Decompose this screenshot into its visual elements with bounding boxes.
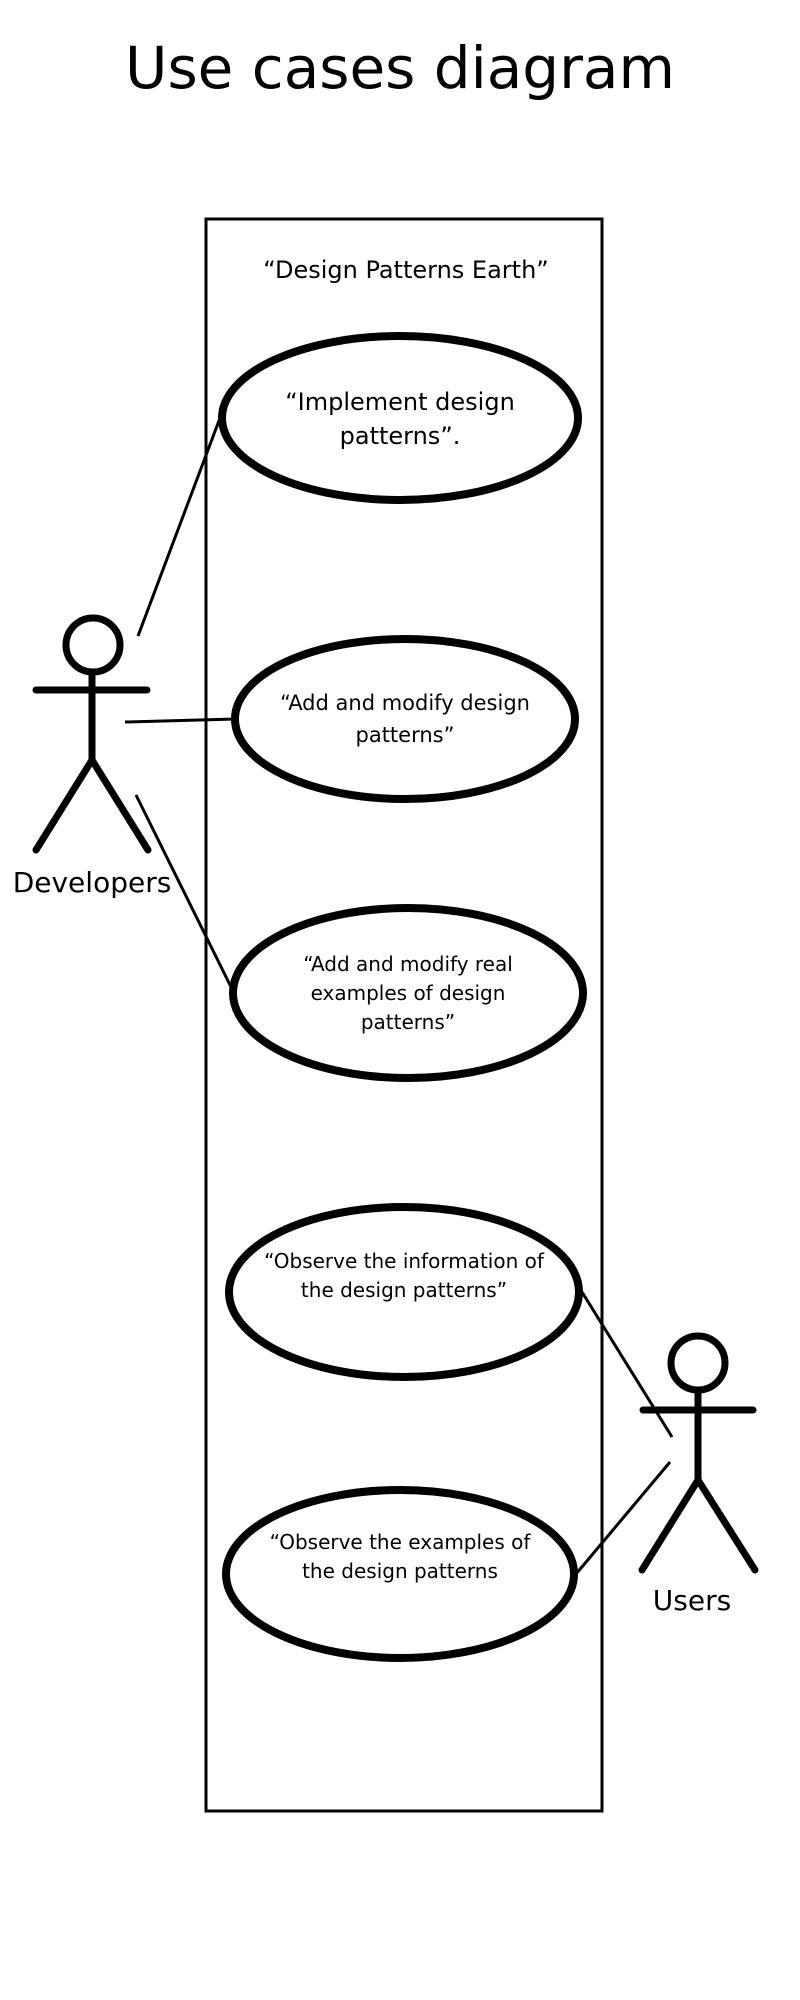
use-case-2-line-2: patterns”: [356, 723, 455, 747]
use-case-5-line-2: the design patterns: [302, 1559, 498, 1583]
use-case-3-line-2: examples of design: [311, 981, 506, 1005]
use-case-5-line-1: “Observe the examples of: [270, 1530, 532, 1554]
diagram-title: Use cases diagram: [125, 34, 675, 102]
use-case-observe-examples: [222, 1486, 578, 1662]
system-boundary: [204, 217, 604, 1813]
use-case-observe-information: [225, 1203, 583, 1381]
use-case-4-line-2: the design patterns”: [301, 1278, 507, 1302]
use-case-1-line-1: “Implement design: [285, 388, 515, 416]
association-users-observe-examples: [574, 1461, 672, 1575]
use-case-3-line-1: “Add and modify real: [303, 952, 513, 976]
developers-label: Developers: [13, 866, 172, 899]
system-label: “Design Patterns Earth”: [263, 256, 548, 284]
association-developers-add-modify-examples: [134, 794, 236, 994]
association-users-observe-information: [580, 1291, 674, 1438]
use-case-1-line-2: patterns”.: [340, 422, 461, 450]
use-case-2-line-1: “Add and modify design: [280, 691, 530, 715]
use-case-add-modify-design-patterns: [231, 635, 579, 803]
users-actor-icon: [638, 1332, 759, 1574]
use-case-4-line-1: “Observe the information of: [264, 1249, 545, 1273]
developers-actor-icon: [32, 614, 152, 854]
use-case-implement-design-patterns: [218, 332, 582, 504]
association-developers-add-modify-patterns: [124, 717, 237, 724]
association-developers-implement: [136, 417, 222, 637]
use-case-3-line-3: patterns”: [361, 1010, 455, 1034]
users-label: Users: [653, 1584, 731, 1617]
